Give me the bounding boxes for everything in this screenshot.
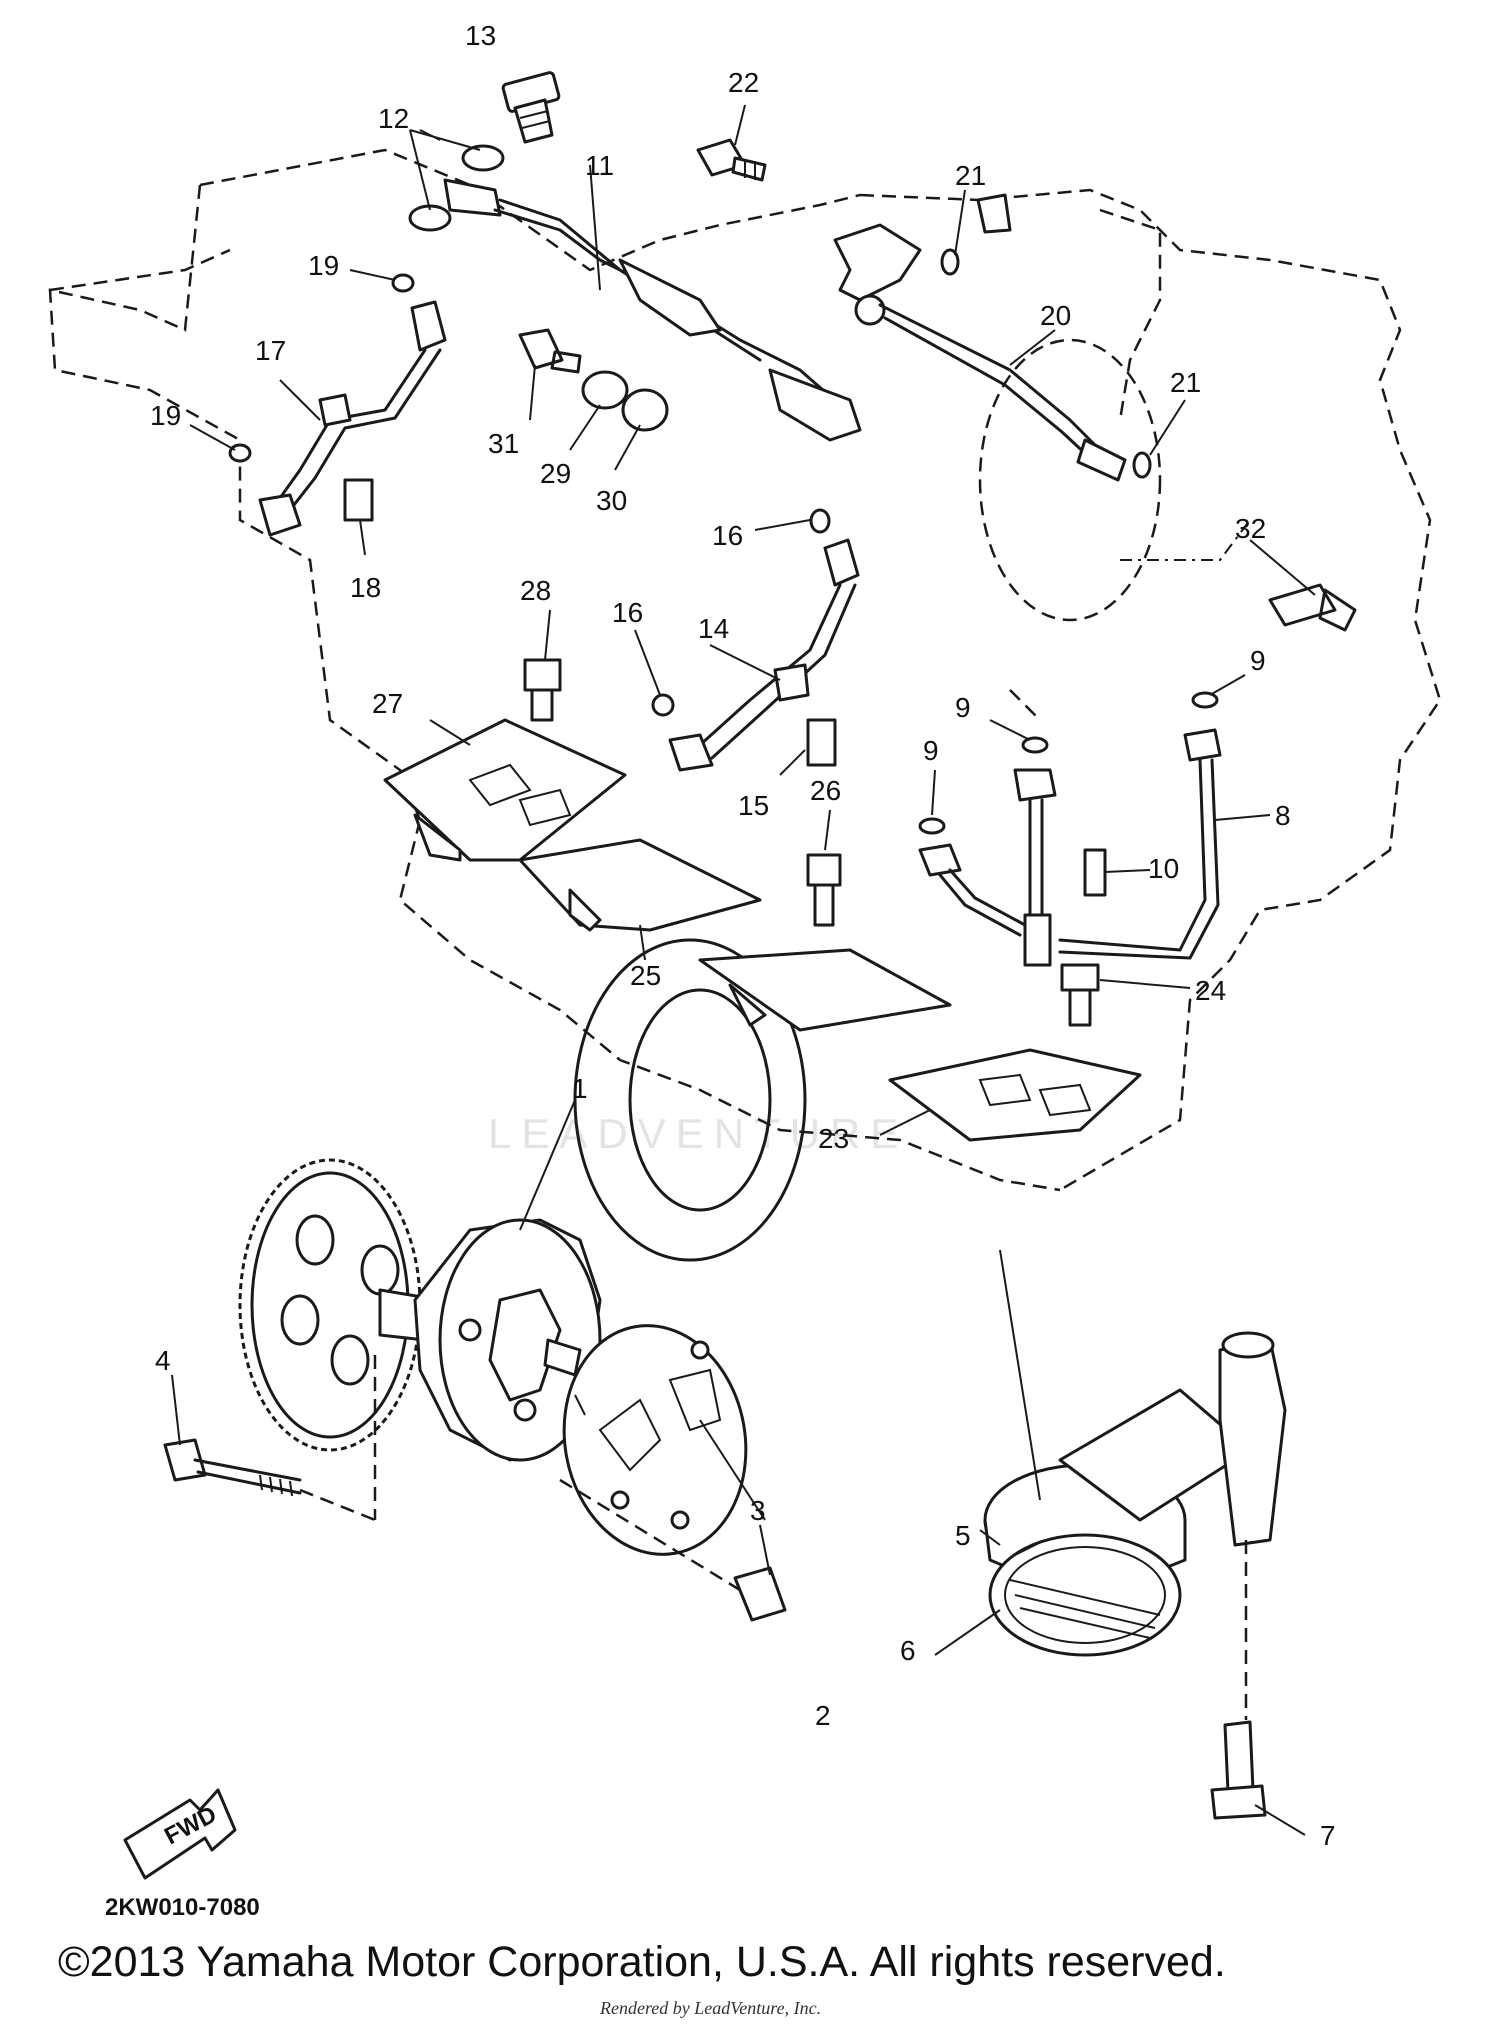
- pump-cover-3: [562, 1324, 748, 1556]
- callout-11: 11: [585, 150, 614, 181]
- o-ring-19a: [391, 273, 415, 293]
- reference-code: 2KW010-7080: [105, 1894, 260, 1921]
- callout-8: 8: [1275, 800, 1291, 831]
- callout-24: 24: [1195, 975, 1226, 1006]
- callout-21a: 21: [955, 160, 986, 191]
- callout-22: 22: [728, 67, 759, 98]
- callout-31: 31: [488, 428, 519, 459]
- washer-29: [581, 370, 629, 410]
- callout-19b: 19: [150, 400, 181, 431]
- callout-30: 30: [596, 485, 627, 516]
- oil-pump-1: [238, 1158, 602, 1462]
- callout-16b: 16: [612, 597, 643, 628]
- callout-26: 26: [810, 775, 841, 806]
- callout-27: 27: [372, 688, 403, 719]
- callout-3: 3: [750, 1495, 766, 1526]
- bolt-18: [343, 478, 374, 522]
- dowel-pin-2: [733, 1566, 787, 1622]
- o-ring-9a: [1191, 691, 1219, 709]
- bolt-10: [1083, 848, 1107, 897]
- callout-20: 20: [1040, 300, 1071, 331]
- callout-10: 10: [1148, 853, 1179, 884]
- bolt-7: [1210, 1720, 1267, 1820]
- oil-pipe-20: [833, 193, 1127, 482]
- oil-pipe-14: [668, 538, 860, 772]
- o-ring-21b: [1132, 451, 1152, 479]
- assembly-line-2: [559, 1478, 741, 1592]
- oil-pipe-8: [918, 728, 1222, 967]
- callout-19a: 19: [308, 250, 339, 281]
- bolt-26: [806, 853, 842, 927]
- callout-21b: 21: [1170, 367, 1201, 398]
- callout-28: 28: [520, 575, 551, 606]
- callout-9c: 9: [923, 735, 939, 766]
- o-ring-16b: [651, 693, 675, 717]
- o-ring-16a: [809, 508, 831, 534]
- callout-5: 5: [955, 1520, 971, 1551]
- callout-4: 4: [155, 1345, 171, 1376]
- callout-1: 1: [572, 1073, 588, 1104]
- callout-6: 6: [900, 1635, 916, 1666]
- callout-16a: 16: [712, 520, 743, 551]
- callout-23: 23: [818, 1123, 849, 1154]
- callout-32: 32: [1235, 513, 1266, 544]
- callout-9a: 9: [1250, 645, 1266, 676]
- o-ring-9b: [1021, 736, 1049, 754]
- callout-18: 18: [350, 572, 381, 603]
- bolt-4: [163, 1438, 302, 1497]
- washer-30: [621, 388, 669, 432]
- callout-numbers: 13 12 11 22 21 20 21 19 17 19 18 31 29 3…: [150, 20, 1336, 1851]
- rendered-by-notice: Rendered by LeadVenture, Inc.: [600, 1998, 822, 2018]
- bolt-15: [806, 718, 837, 767]
- assembly-line-4: [299, 1355, 377, 1522]
- copyright-notice: ©2013 Yamaha Motor Corporation, U.S.A. A…: [58, 1938, 1226, 1986]
- gasket-12a: [461, 144, 505, 172]
- callout-7: 7: [1320, 1820, 1336, 1851]
- callout-14: 14: [698, 613, 729, 644]
- bolt-28: [523, 658, 562, 722]
- callout-9b: 9: [955, 692, 971, 723]
- o-ring-19b: [228, 443, 252, 463]
- callout-12: 12: [378, 103, 409, 134]
- oil-pipe-11: [443, 178, 862, 442]
- bolt-22: [696, 138, 767, 182]
- callout-13: 13: [465, 20, 496, 51]
- union-bolt-13: [501, 71, 561, 144]
- bolt-31: [518, 328, 582, 374]
- callout-25: 25: [630, 960, 661, 991]
- pin-32: [1268, 583, 1357, 632]
- bolt-24: [1060, 963, 1100, 1027]
- callout-29: 29: [540, 458, 571, 489]
- callout-2: 2: [815, 1700, 831, 1731]
- callout-leaders: [171, 104, 1316, 1836]
- callout-17: 17: [255, 335, 286, 366]
- fwd-arrow-icon: FWD: [123, 1788, 237, 1880]
- callout-15: 15: [738, 790, 769, 821]
- baffle-plate-27: [383, 718, 627, 862]
- baffle-plate-23: [888, 1048, 1142, 1142]
- oil-pipe-17: [258, 300, 447, 537]
- o-ring-9c: [918, 817, 946, 835]
- o-ring-21a: [940, 248, 960, 276]
- strainer-screen-6: [988, 1533, 1182, 1657]
- baffle-plate-25: [518, 838, 952, 1032]
